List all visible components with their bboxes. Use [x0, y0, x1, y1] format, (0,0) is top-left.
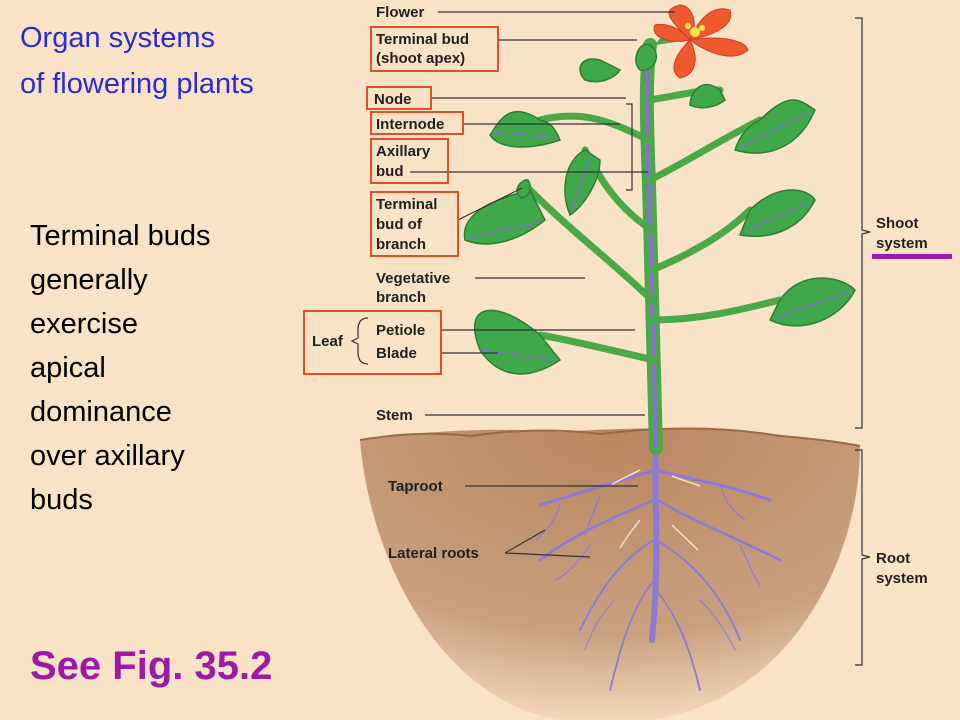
leaf-blade: [474, 309, 562, 375]
label-root-system-line1: Root: [876, 550, 910, 567]
highlight-boxes: [303, 26, 499, 375]
label-axillary-line2: bud: [376, 163, 404, 180]
label-terminal-bud-line2: (shoot apex): [376, 50, 465, 67]
box-terminal-bud-branch: [370, 191, 459, 257]
body-line-6: over axillary: [30, 440, 185, 472]
root-hairs: [611, 469, 701, 551]
title-line-1: Organ systems: [20, 22, 215, 54]
box-terminal-bud: [370, 26, 499, 72]
diagram-labels: Flower Terminal bud (shoot apex) Node In…: [312, 4, 928, 587]
label-shoot-system-line1: Shoot: [876, 215, 919, 232]
label-shoot-system-line2: system: [876, 235, 928, 252]
body-line-5: dominance: [30, 396, 172, 428]
box-node: [366, 86, 432, 110]
leaf-right-3: [768, 277, 856, 327]
title-line-2: of flowering plants: [20, 68, 254, 100]
soil: [360, 428, 860, 720]
figure-reference: See Fig. 35.2: [30, 644, 273, 688]
label-lateral-roots: Lateral roots: [388, 545, 479, 562]
leaf-veins: [467, 111, 851, 361]
box-leaf: [303, 310, 442, 375]
box-internode: [370, 111, 464, 135]
branches: [526, 86, 784, 364]
label-terminal-bud-line1: Terminal bud: [376, 31, 469, 48]
label-petiole: Petiole: [376, 322, 425, 339]
branch-bud-shape: [516, 179, 532, 199]
shoot-system-underline: [872, 254, 952, 259]
leaf-upper-left-2: [579, 58, 622, 83]
label-taproot: Taproot: [388, 478, 443, 495]
body-line-2: generally: [30, 264, 148, 296]
label-root-system-line2: system: [876, 570, 928, 587]
label-vegetative-line2: branch: [376, 289, 426, 306]
label-internode: Internode: [376, 116, 444, 133]
flower-shape: [653, 4, 749, 79]
leader-lines: [350, 11, 871, 666]
body-line-7: buds: [30, 484, 93, 516]
label-node: Node: [374, 91, 412, 108]
body-line-3: exercise: [30, 308, 138, 340]
leaf-upper-left: [489, 110, 562, 148]
stem-vein: [644, 44, 658, 449]
label-vegetative-line1: Vegetative: [376, 270, 450, 287]
terminal-bud-shape: [635, 43, 657, 71]
label-branch-bud-line2: bud of: [376, 216, 423, 233]
label-axillary-line1: Axillary: [376, 143, 431, 160]
label-stem: Stem: [376, 407, 413, 424]
box-axillary-bud: [370, 138, 449, 184]
label-flower: Flower: [376, 4, 425, 21]
label-branch-bud-line1: Terminal: [376, 196, 437, 213]
body-line-1: Terminal buds: [30, 220, 211, 252]
leaf-top-right: [689, 83, 726, 109]
label-branch-bud-line3: branch: [376, 236, 426, 253]
label-blade: Blade: [376, 345, 417, 362]
body-line-4: apical: [30, 352, 106, 384]
soil-surface: [359, 427, 861, 447]
label-leaf: Leaf: [312, 333, 344, 350]
leaf-right-2: [738, 189, 816, 237]
